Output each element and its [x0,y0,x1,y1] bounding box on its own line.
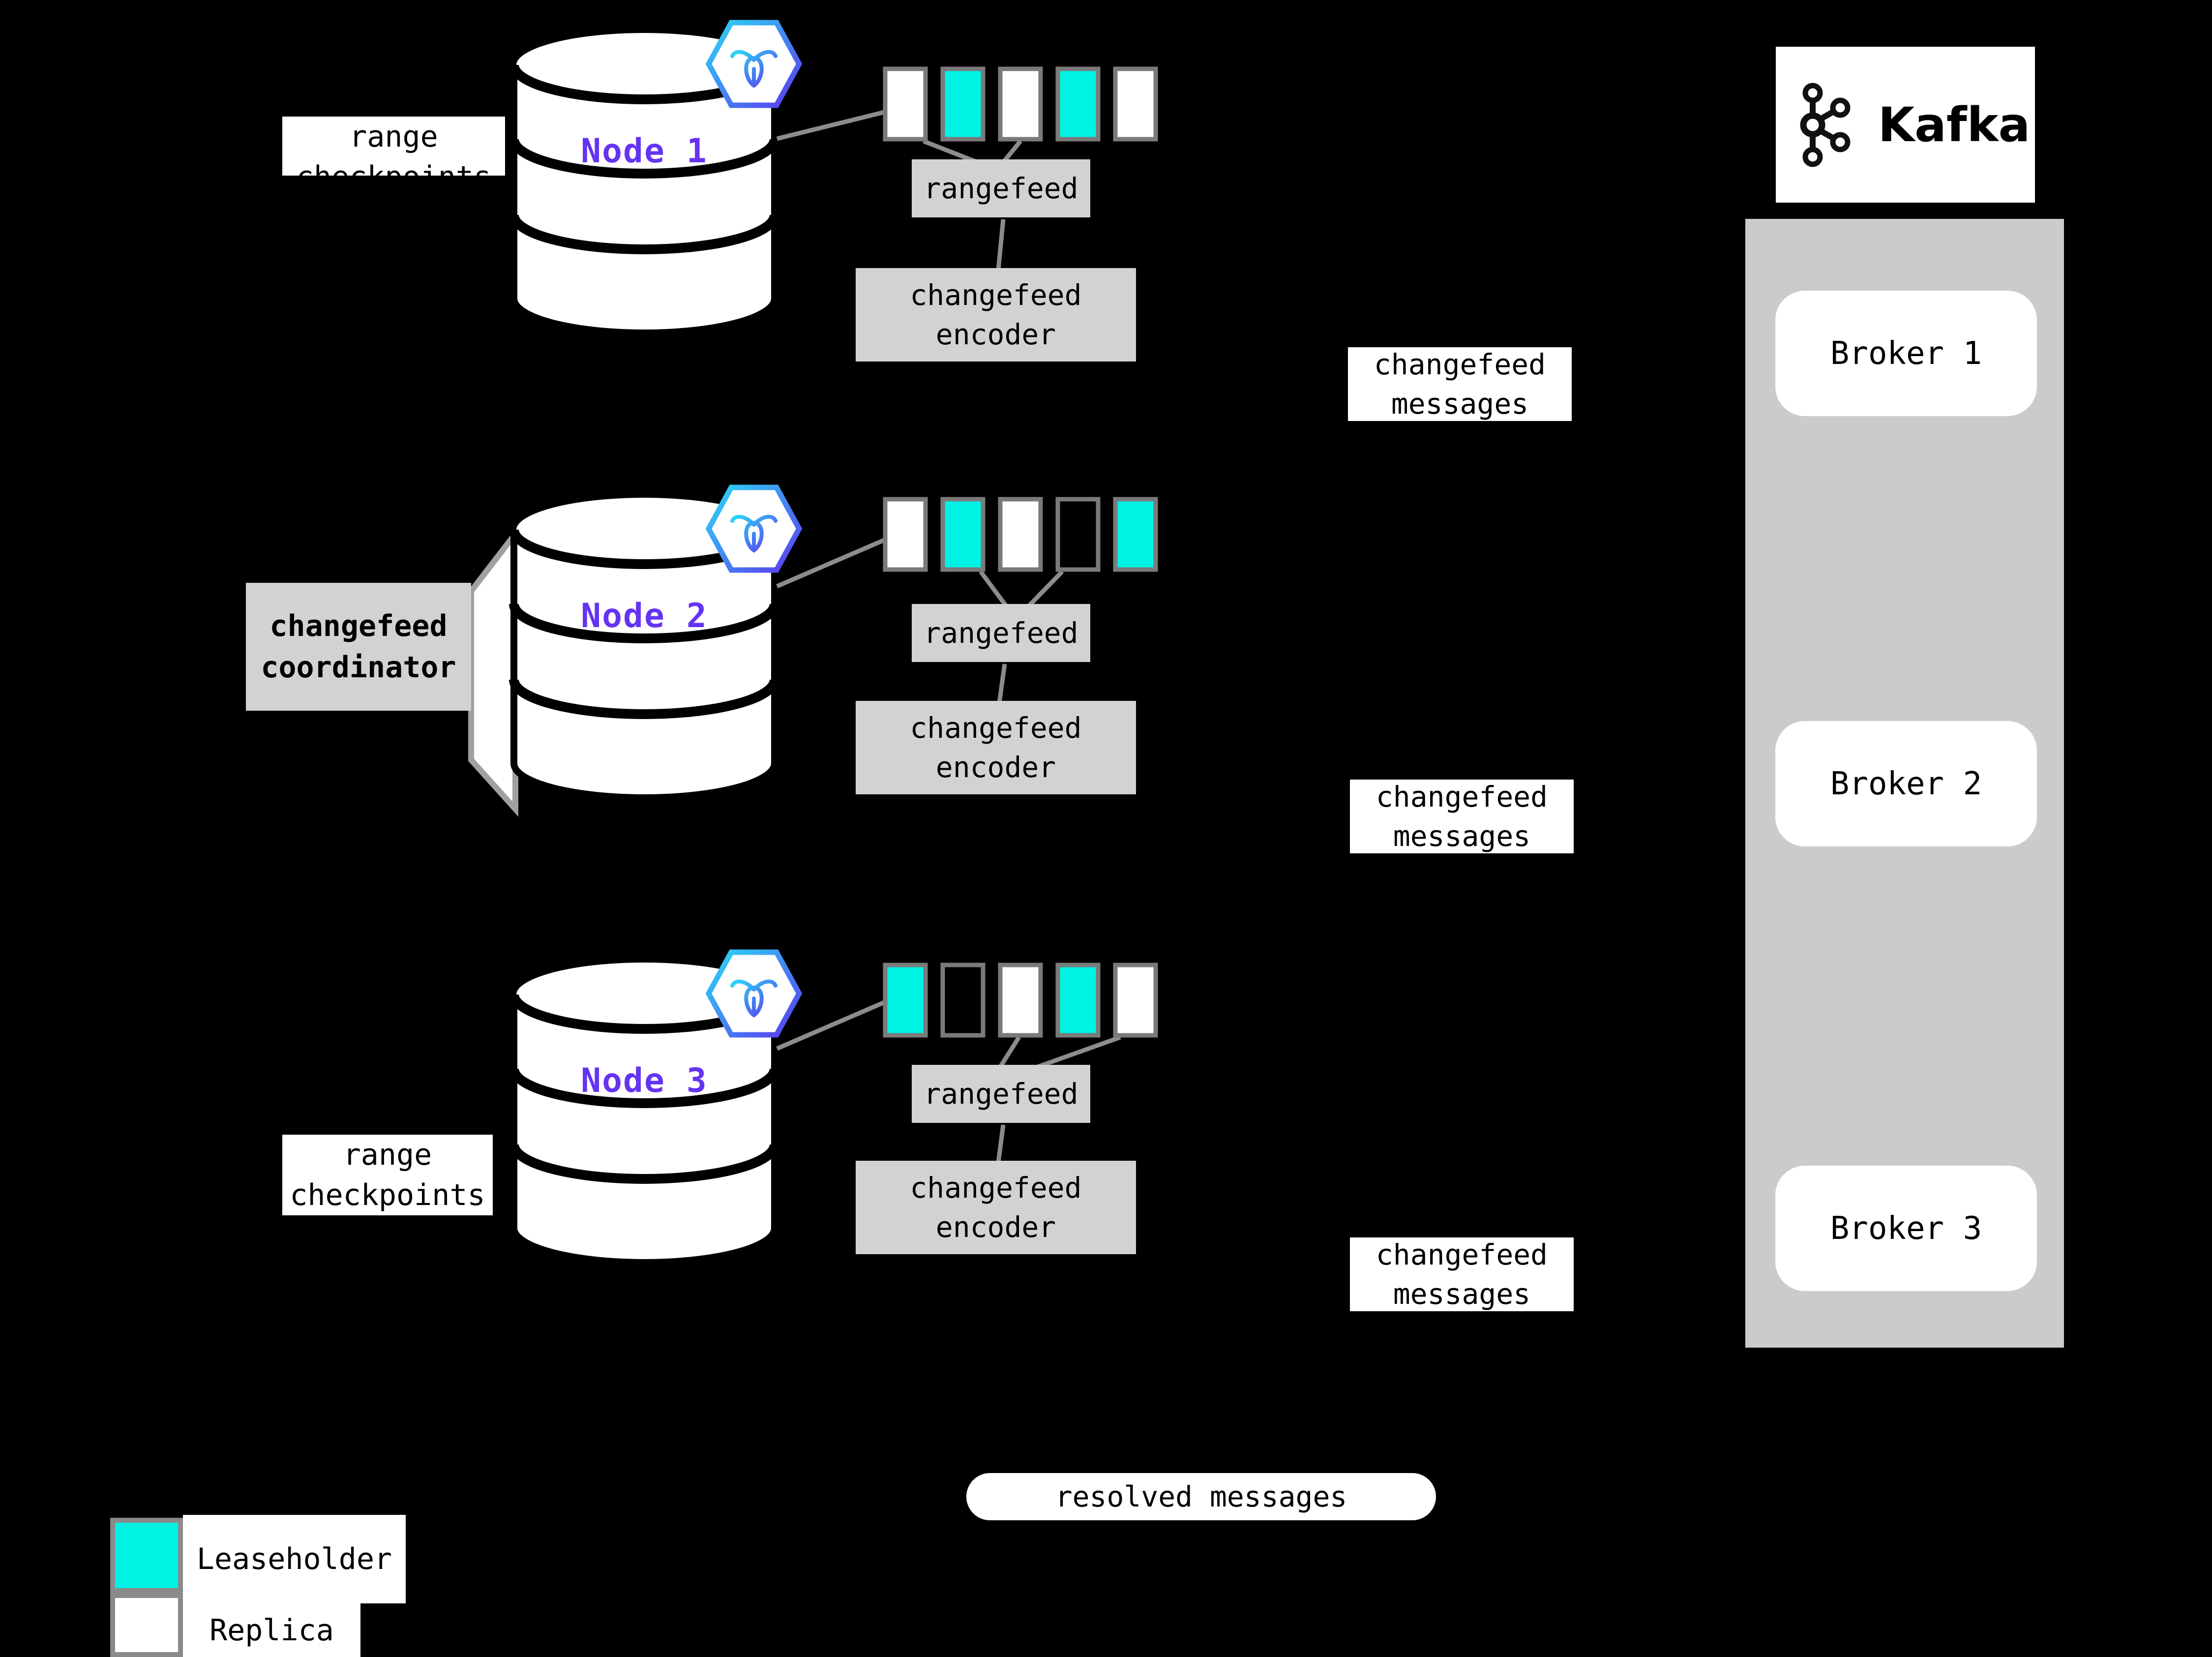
cockroachdb-logo-icon [705,20,803,108]
resolved-messages-pill: resolved messages [966,1473,1436,1520]
changefeed-encoder-box: changefeed encoder [856,701,1136,794]
range-square-leaseholder [940,497,986,572]
cylinder-separator-arc [509,139,779,179]
cylinder-separator-arc [509,1144,779,1184]
node-name-label: Node 1 [581,131,708,171]
range-square-replica [998,66,1043,142]
range-square-leaseholder [940,66,986,142]
cockroach-glyph-icon [730,50,777,88]
broker-box-3: Broker 3 [1775,1166,2037,1291]
connector-line [776,538,885,589]
cylinder-separator-arc [509,679,779,719]
legend-label-replica: Replica [183,1603,360,1657]
node-name-label: Node 2 [581,596,708,635]
range-square-leaseholder [1113,497,1158,572]
broker-box-2: Broker 2 [1775,721,2037,846]
cockroachdb-logo-icon [705,484,803,573]
range-checkpoints-label-top: range checkpoints [282,117,505,176]
connector-line [998,1036,1021,1068]
cockroach-glyph-icon [730,514,777,553]
cockroach-glyph-icon [730,979,777,1018]
legend-swatch-replica [110,1593,183,1657]
changefeed-messages-label: changefeed messages [1350,1237,1574,1311]
range-square-empty [1055,497,1101,572]
node-cylinder [510,61,778,336]
connector-line [996,1124,1006,1163]
node-cylinder [510,526,778,801]
broker-box-1: Broker 1 [1775,291,2037,416]
connector-line [776,1000,885,1051]
rangefeed-box: rangefeed [912,159,1090,217]
range-square-replica [883,66,928,142]
node-cylinder [510,991,778,1266]
connector-line [1001,140,1022,164]
cockroachdb-logo-icon [705,949,803,1038]
cylinder-separator-arc [509,214,779,254]
changefeed-messages-label: changefeed messages [1350,780,1574,853]
changefeed-coordinator-label: changefeed coordinator [246,583,471,711]
range-square-leaseholder [883,963,928,1038]
range-square-replica [1113,963,1158,1038]
legend-swatch-leaseholder [110,1518,183,1593]
range-checkpoints-label-bottom: range checkpoints [282,1135,493,1215]
cylinder-separator-arc [509,603,779,643]
legend-label-leaseholder: Leaseholder [183,1515,406,1603]
connector-line [923,139,979,165]
range-square-replica [883,497,928,572]
range-square-empty [940,963,986,1038]
kafka-logo-icon [1800,83,1851,167]
kafka-panel: Kafka [1776,47,2035,203]
range-square-leaseholder [1055,66,1101,142]
cylinder-separator-arc [509,1068,779,1108]
rangefeed-box: rangefeed [912,1065,1090,1123]
connector-line [997,663,1007,703]
range-square-leaseholder [1055,963,1101,1038]
connector-line [996,219,1006,271]
range-square-replica [998,497,1043,572]
connector-line [1037,1035,1121,1069]
kafka-title: Kafka [1878,97,2031,152]
node-name-label: Node 3 [581,1061,708,1100]
changefeed-encoder-box: changefeed encoder [856,1161,1136,1254]
changefeed-messages-label: changefeed messages [1348,347,1572,421]
changefeed-encoder-box: changefeed encoder [856,268,1136,362]
rangefeed-box: rangefeed [912,604,1090,662]
connector-line [979,570,1008,607]
connector-line [1027,570,1064,608]
coordinator-flag [468,525,518,817]
range-square-replica [1113,66,1158,142]
range-square-replica [998,963,1043,1038]
connector-line [776,110,885,141]
